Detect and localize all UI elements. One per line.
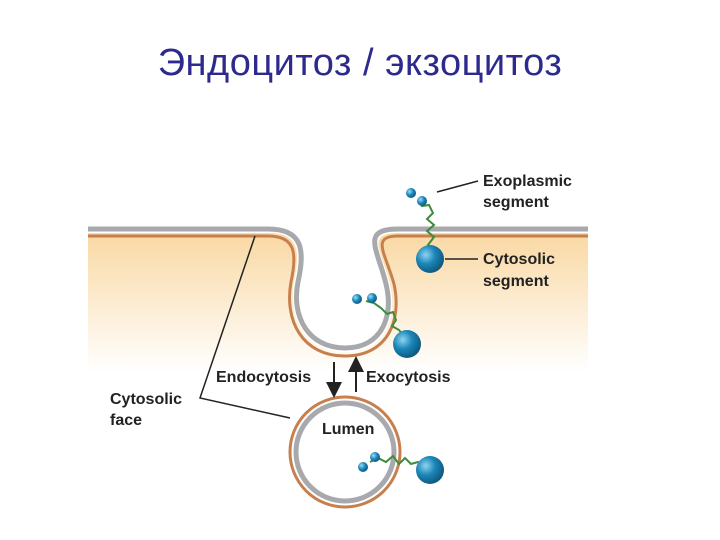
cytosolic-face-line2: face	[110, 412, 142, 429]
exoplasmic-leader-line	[436, 180, 479, 193]
endocytosis-label: Endocytosis	[216, 369, 311, 386]
exoplasmic-segment-line1: Exoplasmic	[483, 173, 572, 190]
membrane-protein-icon	[352, 293, 421, 358]
vesicle-inner-membrane	[293, 400, 397, 504]
cytosolic-segment-line1: Cytosolic	[483, 251, 555, 268]
cytosolic-face-label: Cytosolic face	[110, 391, 186, 429]
lumen-label: Lumen	[322, 421, 374, 438]
page-title: Эндоцитоз / экзоцитоз	[157, 42, 563, 84]
membrane-protein-icon	[358, 452, 444, 484]
exoplasmic-segment-line2: segment	[483, 194, 549, 211]
plasma-membrane-outer	[88, 226, 588, 351]
cytosolic-face-pointer	[199, 235, 291, 419]
cytosolic-face-line1: Cytosolic	[110, 391, 182, 408]
plasma-membrane-inner	[88, 234, 588, 358]
exocytosis-label: Exocytosis	[366, 369, 451, 386]
cytosolic-segment-label: Cytosolic segment	[483, 251, 559, 290]
cytosol-region	[88, 233, 588, 372]
exoplasmic-segment-label: Exoplasmic segment	[483, 173, 576, 211]
cytosolic-segment-line2: segment	[483, 273, 549, 290]
membrane-protein-icon	[406, 188, 444, 273]
